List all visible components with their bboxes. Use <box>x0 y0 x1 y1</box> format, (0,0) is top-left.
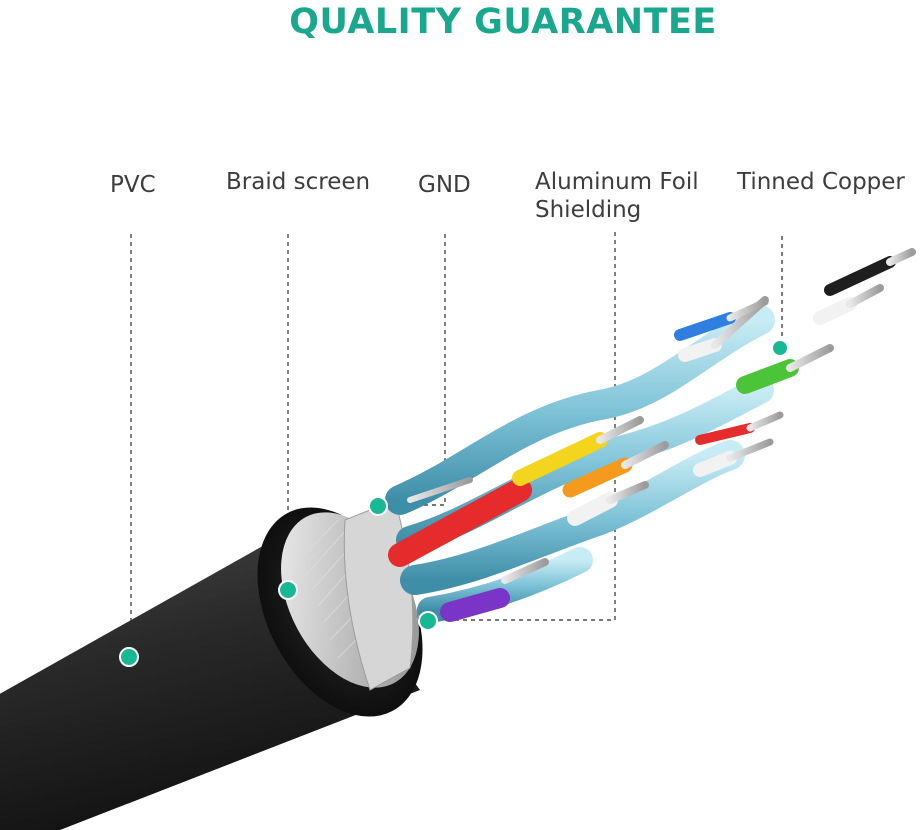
leader-line-foil <box>430 232 616 621</box>
label-pvc: PVC <box>110 172 156 198</box>
marker-braid-screen <box>278 580 298 600</box>
marker-pvc <box>119 647 139 667</box>
wire-green <box>736 359 799 394</box>
wire-white-4 <box>693 451 737 477</box>
marker-gnd <box>368 496 388 516</box>
wire-red <box>388 478 532 567</box>
wire-white-1 <box>567 492 618 526</box>
label-tinned-copper: Tinned Copper <box>737 169 905 195</box>
label-aluminum-foil-shielding: Aluminum Foil Shielding <box>535 168 699 224</box>
conductor-7 <box>846 284 884 308</box>
conductor-6 <box>786 344 834 372</box>
conductor-11 <box>501 558 549 584</box>
conductor-gnd <box>407 477 473 503</box>
label-braid-screen: Braid screen <box>226 169 371 195</box>
marker-tinned-copper <box>771 339 789 357</box>
label-aluminum-foil-line1: Aluminum Foil <box>535 169 699 195</box>
wire-orange <box>562 457 633 498</box>
wire-white-2 <box>678 338 722 362</box>
conductor-5 <box>726 298 769 322</box>
label-gnd: GND <box>418 172 471 198</box>
conductor-2 <box>621 441 669 469</box>
conductor-1 <box>596 416 644 444</box>
conductor-9 <box>746 411 784 432</box>
wire-purple <box>440 588 510 622</box>
shield-pair-3 <box>400 440 745 595</box>
wire-blue <box>674 312 736 341</box>
markers <box>119 339 789 667</box>
inner-wires <box>385 248 916 623</box>
wire-yellow <box>512 432 608 486</box>
wire-black <box>824 256 896 296</box>
label-aluminum-foil-line2: Shielding <box>535 197 642 223</box>
conductor-8 <box>886 248 916 266</box>
wire-red-small <box>695 423 755 445</box>
leader-line-gnd <box>380 234 446 506</box>
conductor-10 <box>726 438 774 462</box>
page-title: QUALITY GUARANTEE <box>289 2 717 42</box>
wire-white-3 <box>813 297 857 325</box>
marker-aluminum-foil <box>418 611 438 631</box>
conductor-3 <box>606 481 649 504</box>
